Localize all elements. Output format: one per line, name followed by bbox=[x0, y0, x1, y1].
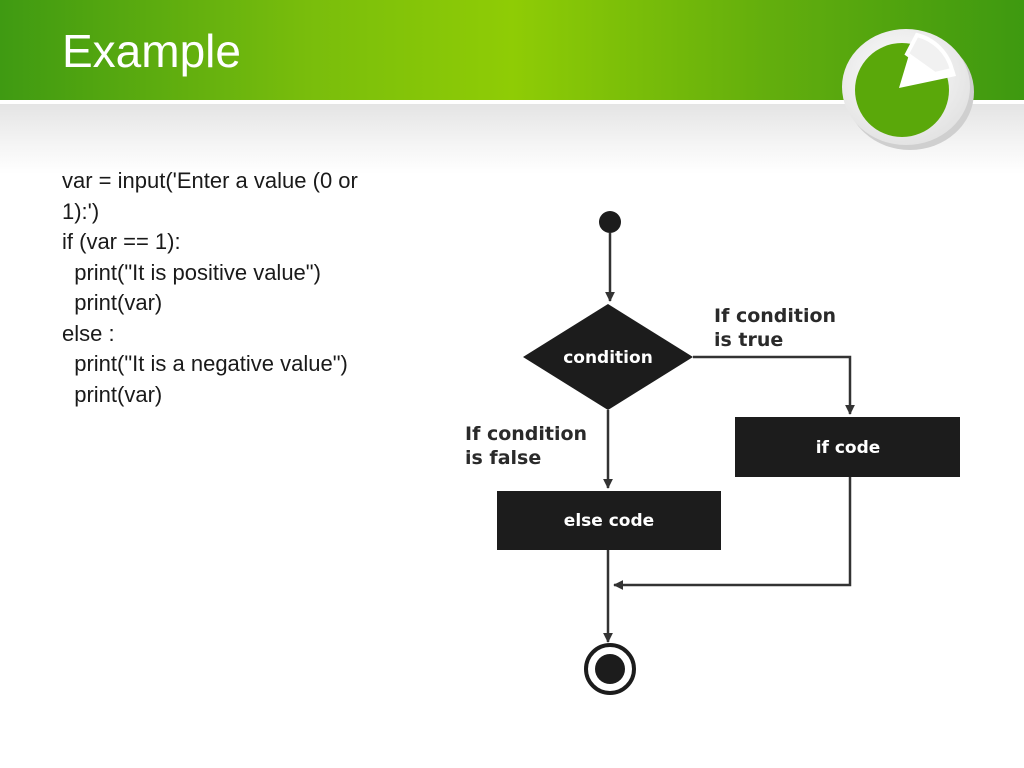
code-line: print("It is a negative value") bbox=[62, 351, 348, 376]
true-branch-label: If condition is true bbox=[714, 305, 843, 351]
code-line: print(var) bbox=[62, 290, 163, 315]
decision-node bbox=[523, 304, 693, 410]
code-line: print(var) bbox=[62, 381, 163, 407]
else-code-label: else code bbox=[564, 511, 654, 531]
start-node-icon bbox=[599, 211, 621, 233]
if-else-flowchart: condition If condition is true If condit… bbox=[465, 211, 960, 695]
decision-label: condition bbox=[563, 348, 653, 368]
code-line: var = input('Enter a value (0 or bbox=[62, 168, 358, 193]
header-divider bbox=[0, 100, 1024, 104]
edge-if-merge bbox=[613, 477, 852, 590]
false-branch-label: If condition is false bbox=[465, 423, 594, 469]
edge-true-branch bbox=[693, 355, 855, 415]
code-line: 1):') bbox=[62, 198, 100, 224]
true-branch-label-line: is true bbox=[714, 329, 783, 351]
false-branch-label-line: is false bbox=[465, 447, 541, 469]
code-line: print("It is positive value") bbox=[62, 259, 321, 285]
if-code-label: if code bbox=[816, 438, 881, 458]
true-branch-label-line: If condition bbox=[714, 305, 836, 327]
code-line: if (var == 1): bbox=[62, 229, 181, 254]
slide-title: Example bbox=[62, 25, 241, 77]
code-listing: var = input('Enter a value (0 or 1):') i… bbox=[62, 166, 462, 410]
else-code-block bbox=[497, 491, 721, 550]
if-code-block bbox=[735, 417, 960, 477]
code-line: else : bbox=[62, 320, 115, 346]
false-branch-label-line: If condition bbox=[465, 423, 587, 445]
end-node-icon bbox=[584, 643, 636, 695]
pie-chart-logo-icon bbox=[842, 29, 974, 150]
slide-header: Example bbox=[0, 0, 1024, 100]
